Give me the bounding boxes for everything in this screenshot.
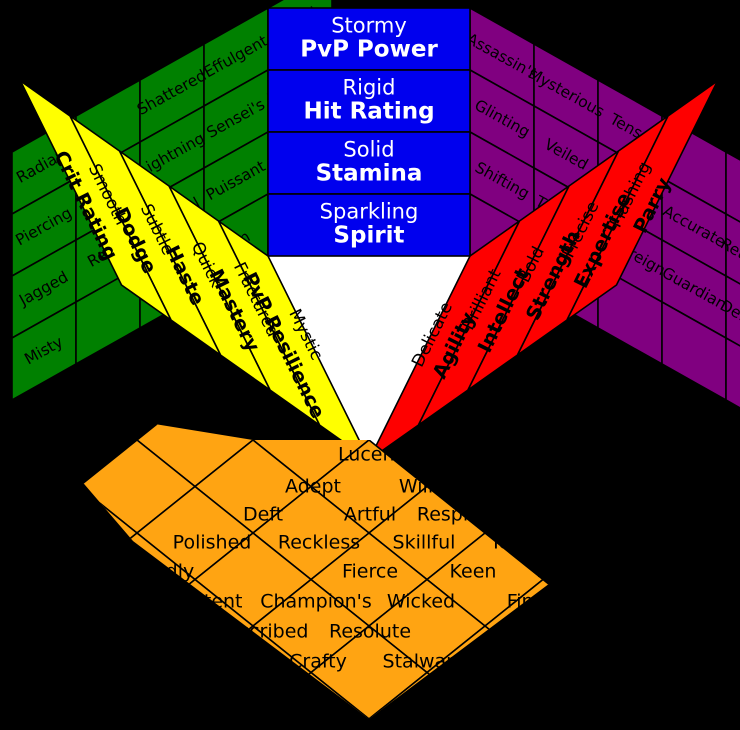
orange-label: Tenuous: [489, 532, 568, 554]
orange-label: Inscribed: [222, 621, 309, 643]
blue-prefix-label: Solid: [343, 138, 394, 162]
blue-cell: [267, 193, 471, 257]
purple-cell: [725, 274, 740, 347]
orange-label: Skillful: [393, 532, 456, 554]
purple-cell: [725, 212, 740, 285]
center-triangle: [268, 256, 470, 460]
orange-label: Adept: [285, 476, 341, 498]
orange-label: Deadly: [128, 561, 195, 583]
orange-label: Willful: [399, 476, 457, 498]
orange-label: Splendid: [537, 561, 620, 583]
orange-label: Polished: [173, 532, 252, 554]
red-panel: DelicateAgilityBrilliantIntellectBoldStr…: [368, 80, 719, 461]
blue-stat-label: Stamina: [316, 161, 423, 187]
blue-prefix-label: Sparkling: [320, 200, 419, 224]
blue-prefix-label: Rigid: [343, 76, 396, 100]
orange-label: Reckless: [278, 532, 360, 554]
orange-label: Resplendent: [417, 504, 535, 526]
blue-stat-label: PvP Power: [300, 37, 438, 63]
red-cell: [566, 80, 719, 321]
purple-cell: [725, 336, 740, 409]
orange-label: Fierce: [342, 561, 398, 583]
orange-label: Champion's: [260, 591, 372, 613]
orange-label: Lucent: [338, 444, 402, 466]
blue-cell: [267, 7, 471, 71]
blue-stat-label: Spirit: [333, 223, 404, 249]
orange-label: Resolute: [329, 621, 411, 643]
orange-label: Wicked: [387, 591, 455, 613]
blue-prefix-label: Stormy: [331, 14, 407, 38]
orange-label: Crafty: [289, 651, 347, 673]
orange-label: Fine: [507, 591, 546, 613]
blue-stat-label: Hit Rating: [303, 99, 434, 125]
purple-cell: [725, 150, 740, 223]
orange-label: Potent: [181, 591, 242, 613]
orange-label: Deft: [243, 504, 283, 526]
yellow-cell: [19, 80, 172, 321]
orange-label: Keen: [450, 561, 497, 583]
orange-label: Artful: [344, 504, 396, 526]
orange-label: Stalwart: [383, 651, 462, 673]
